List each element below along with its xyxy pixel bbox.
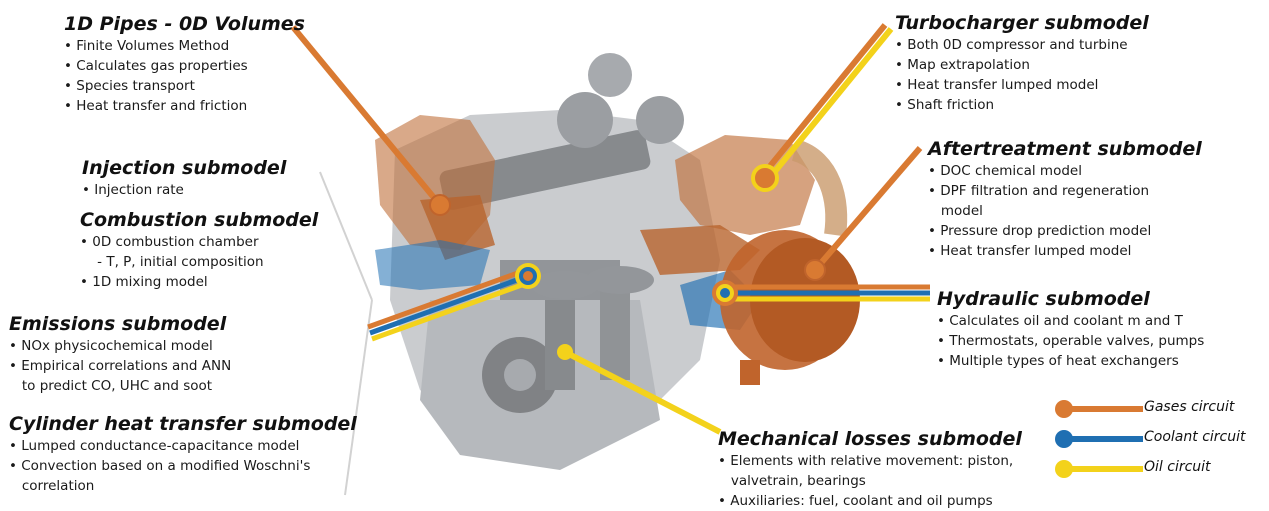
after-block: Aftertreatment submodel • DOC chemical m… bbox=[928, 138, 1202, 261]
list-item: • Heat transfer lumped model bbox=[928, 241, 1202, 261]
list-item: • 1D mixing model bbox=[80, 272, 318, 292]
marker-pipes bbox=[430, 195, 450, 215]
marker-after bbox=[805, 260, 825, 280]
list-item: • Shaft friction bbox=[895, 95, 1149, 115]
turbo-connector-gases bbox=[762, 25, 885, 176]
mech-list: • Elements with relative movement: pisto… bbox=[718, 451, 1022, 511]
list-item: • Auxiliaries: fuel, coolant and oil pum… bbox=[718, 491, 1022, 511]
turbo-connector-oil bbox=[768, 29, 891, 180]
list-item: • Calculates oil and coolant m and T bbox=[937, 311, 1204, 331]
injection-title: Injection submodel bbox=[82, 157, 286, 179]
list-item: • DPF filtration and regeneration bbox=[928, 181, 1202, 201]
legend-label-oil: Oil circuit bbox=[1144, 459, 1211, 475]
cylinder-block: Cylinder heat transfer submodel • Lumped… bbox=[9, 413, 357, 496]
pipes-list: • Finite Volumes Method • Calculates gas… bbox=[64, 36, 305, 116]
legend-row-coolant: Coolant circuit bbox=[1055, 424, 1265, 454]
list-item: • NOx physicochemical model bbox=[9, 336, 231, 356]
after-title: Aftertreatment submodel bbox=[928, 138, 1202, 160]
gases-legend-dot bbox=[1055, 400, 1073, 418]
pipes-title: 1D Pipes - 0D Volumes bbox=[64, 13, 305, 35]
hydraulic-block: Hydraulic submodel • Calculates oil and … bbox=[937, 288, 1204, 371]
legend-label-gases: Gases circuit bbox=[1144, 399, 1234, 415]
emissions-block: Emissions submodel • NOx physicochemical… bbox=[9, 313, 231, 396]
list-item: • Species transport bbox=[64, 76, 305, 96]
combustion-list: • 0D combustion chamber - T, P, initial … bbox=[80, 232, 318, 292]
list-item: model bbox=[928, 201, 1202, 221]
injection-block: Injection submodel • Injection rate bbox=[82, 157, 286, 200]
combustion-block: Combustion submodel • 0D combustion cham… bbox=[80, 209, 318, 292]
turbo-block: Turbocharger submodel • Both 0D compress… bbox=[895, 12, 1149, 115]
coolant-legend-dot bbox=[1055, 430, 1073, 448]
mech-title: Mechanical losses submodel bbox=[718, 428, 1022, 450]
gases-legend-bar bbox=[1063, 406, 1143, 412]
coolant-legend-bar bbox=[1063, 436, 1143, 442]
list-item: • Elements with relative movement: pisto… bbox=[718, 451, 1022, 471]
injection-list: • Injection rate bbox=[82, 180, 286, 200]
marker-mech bbox=[557, 344, 573, 360]
oil-legend-dot bbox=[1055, 460, 1073, 478]
guide-line-left bbox=[320, 172, 372, 300]
list-item: • Heat transfer lumped model bbox=[895, 75, 1149, 95]
list-item: • Injection rate bbox=[82, 180, 286, 200]
legend-label-coolant: Coolant circuit bbox=[1144, 429, 1245, 445]
combustion-title: Combustion submodel bbox=[80, 209, 318, 231]
marker-turbo bbox=[753, 166, 777, 190]
legend: Gases circuit Coolant circuit Oil circui… bbox=[1055, 394, 1265, 484]
emissions-title: Emissions submodel bbox=[9, 313, 231, 335]
list-item: • Calculates gas properties bbox=[64, 56, 305, 76]
list-item: • Heat transfer and friction bbox=[64, 96, 305, 116]
list-item: • Lumped conductance-capacitance model bbox=[9, 436, 357, 456]
list-item: • Empirical correlations and ANN bbox=[9, 356, 231, 376]
list-item: • Map extrapolation bbox=[895, 55, 1149, 75]
legend-row-gases: Gases circuit bbox=[1055, 394, 1265, 424]
list-item: • Convection based on a modified Woschni… bbox=[9, 456, 357, 476]
hydraulic-title: Hydraulic submodel bbox=[937, 288, 1204, 310]
cylinder-title: Cylinder heat transfer submodel bbox=[9, 413, 357, 435]
turbo-title: Turbocharger submodel bbox=[895, 12, 1149, 34]
emissions-list: • NOx physicochemical model • Empirical … bbox=[9, 336, 231, 396]
marker-cylinder bbox=[515, 263, 541, 289]
legend-row-oil: Oil circuit bbox=[1055, 454, 1265, 484]
list-item: • Thermostats, operable valves, pumps bbox=[937, 331, 1204, 351]
list-item: - T, P, initial composition bbox=[80, 252, 318, 272]
after-list: • DOC chemical model • DPF filtration an… bbox=[928, 161, 1202, 261]
triple-connector-right bbox=[725, 287, 930, 299]
gases-connector-pipes bbox=[293, 27, 440, 205]
cylinder-list: • Lumped conductance-capacitance model •… bbox=[9, 436, 357, 496]
pipes-block: 1D Pipes - 0D Volumes • Finite Volumes M… bbox=[64, 13, 305, 116]
list-item: • Multiple types of heat exchangers bbox=[937, 351, 1204, 371]
list-item: • Pressure drop prediction model bbox=[928, 221, 1202, 241]
list-item: • Finite Volumes Method bbox=[64, 36, 305, 56]
marker-hydraulic bbox=[712, 280, 738, 306]
mech-block: Mechanical losses submodel • Elements wi… bbox=[718, 428, 1022, 511]
oil-legend-bar bbox=[1063, 466, 1143, 472]
list-item: correlation bbox=[9, 476, 357, 496]
list-item: • DOC chemical model bbox=[928, 161, 1202, 181]
turbo-list: • Both 0D compressor and turbine • Map e… bbox=[895, 35, 1149, 115]
list-item: to predict CO, UHC and soot bbox=[9, 376, 231, 396]
list-item: valvetrain, bearings bbox=[718, 471, 1022, 491]
list-item: • Both 0D compressor and turbine bbox=[895, 35, 1149, 55]
list-item: • 0D combustion chamber bbox=[80, 232, 318, 252]
hydraulic-list: • Calculates oil and coolant m and T • T… bbox=[937, 311, 1204, 371]
aftertreatment-canister bbox=[720, 230, 860, 385]
